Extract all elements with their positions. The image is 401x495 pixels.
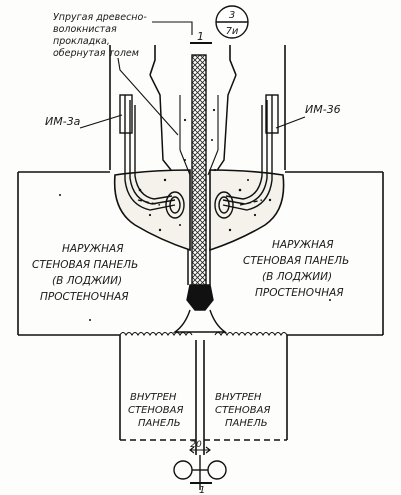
outer-left-line-1: НАРУЖНАЯ	[62, 243, 124, 255]
bottom-markers	[173, 455, 227, 490]
detail-ref-circle	[215, 5, 249, 39]
embedded-label-right: ИМ-36	[305, 103, 341, 116]
concrete-speckles	[59, 108, 331, 321]
leader-note-line-2: волокнистая	[53, 24, 117, 35]
inner-panel-left	[119, 335, 197, 455]
outer-right-line-2: СТЕНОВАЯ ПАНЕЛЬ	[243, 255, 349, 267]
outer-right-line-1: НАРУЖНАЯ	[272, 239, 334, 251]
embedded-label-left: ИМ-3а	[45, 115, 81, 128]
outer-panel-band	[17, 171, 384, 336]
gap-dim-value: 20	[190, 440, 202, 450]
embedded-plate-right	[265, 94, 279, 134]
inner-right-line-1: ВНУТРЕН	[215, 392, 262, 403]
inner-right-line-2: СТЕНОВАЯ	[215, 405, 271, 416]
inner-left-line-2: СТЕНОВАЯ	[128, 405, 184, 416]
rebar-loops-left	[124, 95, 185, 219]
rebar-loops-right	[214, 95, 273, 219]
upper-wall-left	[109, 45, 156, 170]
leader-note-line-4: обернутая толем	[53, 48, 139, 59]
gasket-guides	[179, 95, 219, 176]
detail-ref-bottom: 7и	[226, 26, 239, 37]
outer-left-line-3: (В ЛОДЖИИ)	[52, 275, 122, 287]
seal-strip-right	[214, 331, 288, 337]
fibreboard-gasket	[191, 54, 207, 288]
gap-dimension	[189, 446, 211, 454]
inner-right-line-3: ПАНЕЛЬ	[225, 418, 268, 429]
embedded-plate-left	[119, 94, 133, 134]
outer-right-line-3: (В ЛОДЖИИ)	[262, 271, 332, 283]
inner-left-line-1: ВНУТРЕН	[130, 392, 177, 403]
leader-note-line-1: Упругая древесно-	[53, 12, 147, 23]
outer-left-line-4: ПРОСТЕНОЧНАЯ	[40, 291, 129, 303]
socket-outline	[149, 74, 237, 285]
embedded-leader-right	[275, 116, 306, 129]
section-mark-top-label: 1	[197, 30, 204, 43]
sealant-bulb	[172, 284, 228, 333]
section-mark-bottom-label: 1	[199, 485, 205, 495]
leader-note-line-3: прокладка,	[53, 36, 110, 47]
inner-left-line-3: ПАНЕЛЬ	[138, 418, 181, 429]
detail-ref-top: 3	[229, 10, 235, 21]
outer-right-line-4: ПРОСТЕНОЧНАЯ	[255, 287, 344, 299]
embedded-leader-left	[79, 114, 123, 129]
leader-note-arrows	[117, 21, 193, 136]
inner-panel-right	[203, 335, 288, 455]
seal-strip-left	[119, 331, 193, 337]
outer-left-line-2: СТЕНОВАЯ ПАНЕЛЬ	[32, 259, 138, 271]
upper-wall-right	[229, 45, 286, 170]
